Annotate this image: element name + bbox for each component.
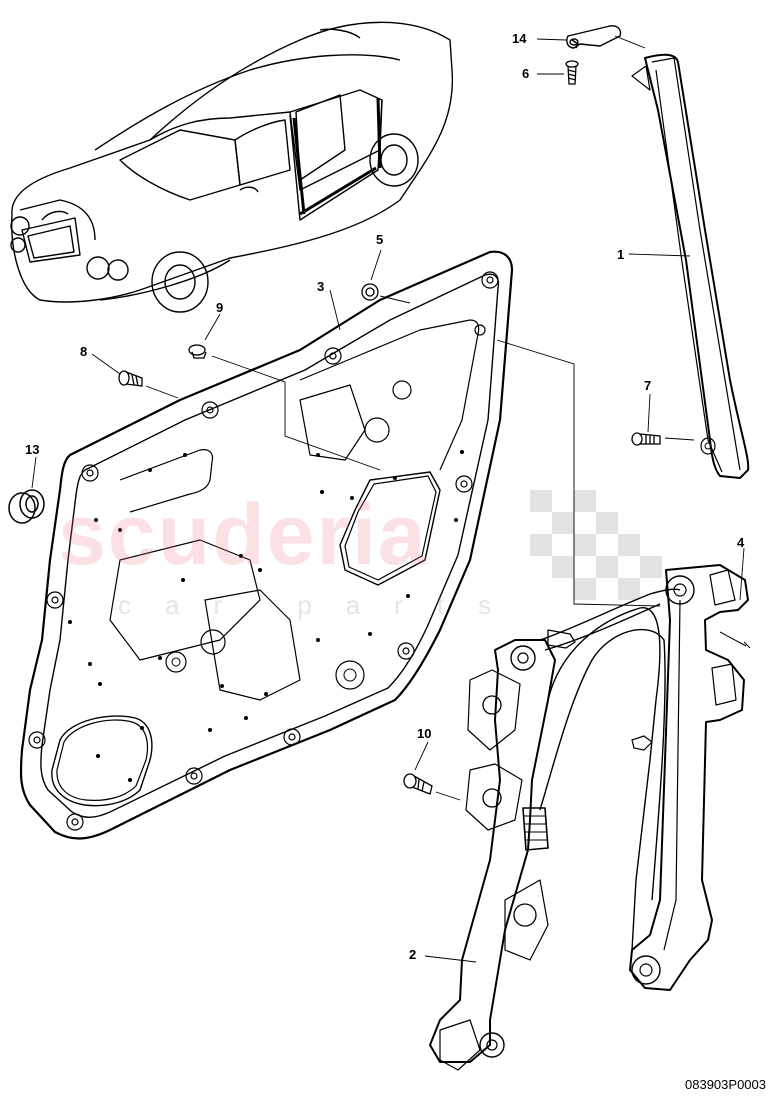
watermark-subtitle: car parts — [118, 590, 526, 620]
label-part-9: 9 — [216, 300, 224, 315]
label-part-4: 4 — [737, 535, 745, 550]
drawing-code: 083903P0003 — [685, 1077, 766, 1092]
screw-part-10 — [403, 773, 433, 795]
leader-lines — [31, 35, 745, 963]
label-part-14: 14 — [512, 31, 527, 46]
label-part-1: 1 — [617, 247, 625, 262]
window-regulator — [429, 564, 751, 1071]
label-part-5: 5 — [376, 232, 384, 247]
label-part-2: 2 — [409, 947, 417, 962]
label-part-7: 7 — [644, 378, 652, 393]
grommet-part-13 — [8, 489, 45, 524]
checker-flag-watermark — [530, 490, 662, 600]
window-guide-rail — [631, 53, 750, 479]
label-part-6: 6 — [522, 66, 530, 81]
bracket-part-14 — [566, 25, 622, 49]
label-part-3: 3 — [317, 279, 325, 294]
car-illustration — [10, 21, 454, 313]
watermark-brand: scuderia — [58, 487, 428, 583]
door-panel — [19, 250, 514, 840]
washer-part-5 — [361, 283, 379, 301]
label-part-10: 10 — [417, 726, 432, 741]
label-part-13: 13 — [25, 442, 40, 457]
screw-part-7 — [631, 432, 661, 446]
screw-part-8 — [118, 370, 143, 387]
label-part-8: 8 — [80, 344, 88, 359]
clip-part-9 — [188, 344, 207, 359]
screw-part-6 — [565, 60, 579, 85]
